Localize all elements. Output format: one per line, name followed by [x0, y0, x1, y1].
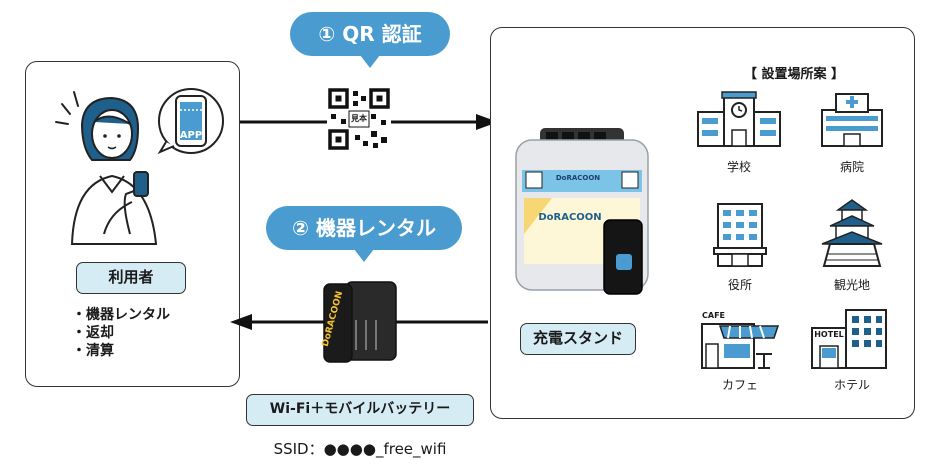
- user-action-rental: ・機器レンタル: [72, 307, 170, 323]
- hotel-sign: HOTEL: [814, 330, 844, 339]
- location-label-hospital: 病院: [839, 160, 864, 174]
- hospital-icon: [821, 93, 883, 147]
- step-qr-auth-bubble: ① QR 認証: [290, 12, 450, 68]
- station-brand-logo: DoRACOON: [538, 212, 602, 223]
- castle-icon: [821, 199, 883, 267]
- user-action-return: ・返却: [72, 325, 114, 341]
- user-title: 利用者: [76, 262, 186, 294]
- battery-title: Wi-Fi＋モバイルバッテリー: [246, 394, 474, 426]
- qr-code-icon: [327, 87, 391, 151]
- station-band-logo: DoRACOON: [555, 174, 601, 182]
- location-label-school: 学校: [726, 160, 751, 174]
- app-bubble: [157, 88, 224, 155]
- cafe-sign: CAFE: [702, 311, 725, 320]
- location-label-office: 役所: [727, 278, 752, 292]
- city-office-icon: [713, 203, 767, 267]
- cafe-icon: [701, 323, 780, 369]
- locations-header: 【 設置場所案 】: [743, 67, 845, 82]
- station-title: 充電スタンド: [520, 323, 636, 355]
- school-icon: [697, 91, 781, 147]
- battery-device-icon: [323, 281, 397, 363]
- hotel-icon: [811, 309, 887, 369]
- location-label-tourist-spot: 観光地: [833, 278, 870, 292]
- user-action-list: ・機器レンタル ・返却 ・清算: [72, 306, 222, 360]
- charging-station-icon: [515, 128, 649, 295]
- user-illustration: [55, 91, 158, 245]
- location-label-cafe: カフェ: [721, 378, 758, 392]
- wifi-ssid-text: SSID：●●●●_free_wifi: [273, 440, 447, 458]
- app-label: APP: [179, 130, 203, 141]
- qr-sample-stamp: 見本: [351, 114, 367, 123]
- step-rental-bubble: ② 機器レンタル: [266, 206, 462, 262]
- user-action-settle: ・清算: [72, 343, 114, 359]
- location-label-hotel: ホテル: [833, 378, 870, 392]
